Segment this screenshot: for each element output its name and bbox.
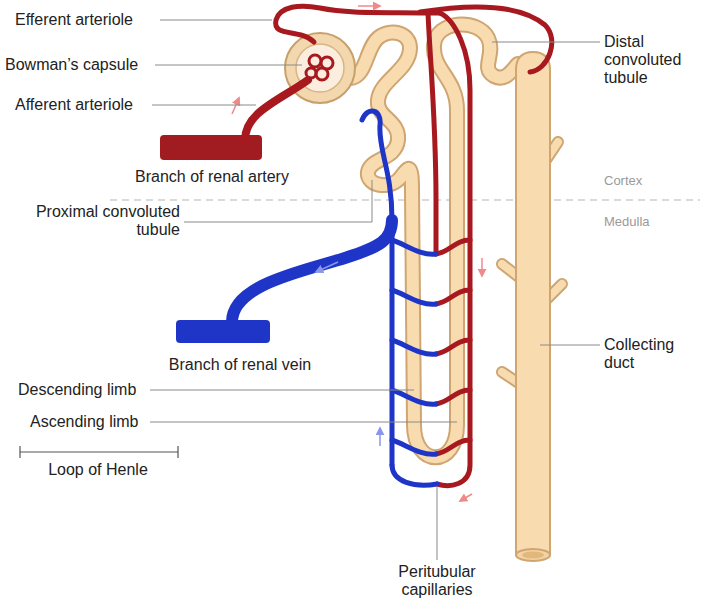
flow-arrow bbox=[481, 258, 483, 276]
leader-line bbox=[184, 180, 372, 222]
capillary-red bbox=[436, 290, 470, 304]
tubule-label: Ascending limb bbox=[30, 413, 160, 431]
leader-line bbox=[155, 65, 302, 66]
region-label: Medulla bbox=[604, 213, 684, 231]
capillary-red bbox=[436, 240, 470, 254]
leader-line bbox=[150, 422, 457, 423]
leader-line bbox=[152, 105, 256, 106]
leader-lines bbox=[150, 20, 600, 560]
capillary-red bbox=[436, 390, 470, 404]
leader-line bbox=[160, 20, 272, 21]
glomerulus-loop bbox=[309, 55, 321, 67]
glomerulus bbox=[306, 55, 333, 80]
flow-arrow bbox=[232, 98, 239, 114]
capillary-blue bbox=[392, 465, 437, 485]
flow-arrow bbox=[460, 494, 472, 501]
span-label: Loop of Henle bbox=[38, 461, 158, 479]
capillary-label: Peritubular capillaries bbox=[377, 563, 497, 599]
part-label: Bowman’s capsule bbox=[5, 56, 155, 74]
capillary-blue bbox=[392, 290, 436, 304]
region-label: Cortex bbox=[604, 172, 684, 190]
duct-lumen bbox=[522, 552, 544, 559]
leader-line bbox=[492, 42, 600, 43]
glomerulus-loop bbox=[316, 68, 328, 80]
efferent-arteriole bbox=[276, 6, 440, 42]
capillary-red bbox=[428, 13, 436, 254]
capillary-blue bbox=[392, 390, 436, 404]
collecting-duct bbox=[516, 52, 550, 555]
renal-vein-branch bbox=[176, 320, 270, 343]
capillary-red bbox=[420, 7, 552, 72]
capillary-blue bbox=[392, 340, 436, 354]
renal-vein-stem bbox=[232, 220, 392, 322]
tubule-label: Proximal convoluted tubule bbox=[30, 203, 180, 239]
capillary-red bbox=[437, 13, 470, 486]
glomerulus-loop bbox=[306, 68, 316, 78]
leader-line bbox=[150, 390, 414, 391]
duct-opening bbox=[516, 549, 550, 561]
vessel-label: Efferent arteriole bbox=[15, 11, 165, 29]
vessel-label: Branch of renal artery bbox=[112, 168, 312, 186]
afferent-arteriole bbox=[245, 80, 308, 140]
tubule-label: Descending limb bbox=[18, 381, 158, 399]
capillary-blue bbox=[362, 111, 392, 465]
flow-arrow bbox=[316, 262, 338, 272]
duct-label: Collecting duct bbox=[604, 336, 704, 372]
leader-line bbox=[540, 345, 600, 346]
vessel-label: Branch of renal vein bbox=[140, 356, 340, 374]
flow-arrow bbox=[379, 428, 381, 446]
capillary-blue bbox=[392, 240, 436, 254]
flow-arrow bbox=[358, 5, 380, 7]
leader-line bbox=[437, 486, 438, 560]
vessel-label: Afferent arteriole bbox=[15, 96, 165, 114]
capillary-blue bbox=[392, 440, 436, 454]
span-bracket bbox=[20, 446, 178, 458]
capillary-red bbox=[436, 440, 470, 454]
capillary-red bbox=[436, 340, 470, 354]
tubule-label: Distal convoluted tubule bbox=[604, 33, 699, 87]
